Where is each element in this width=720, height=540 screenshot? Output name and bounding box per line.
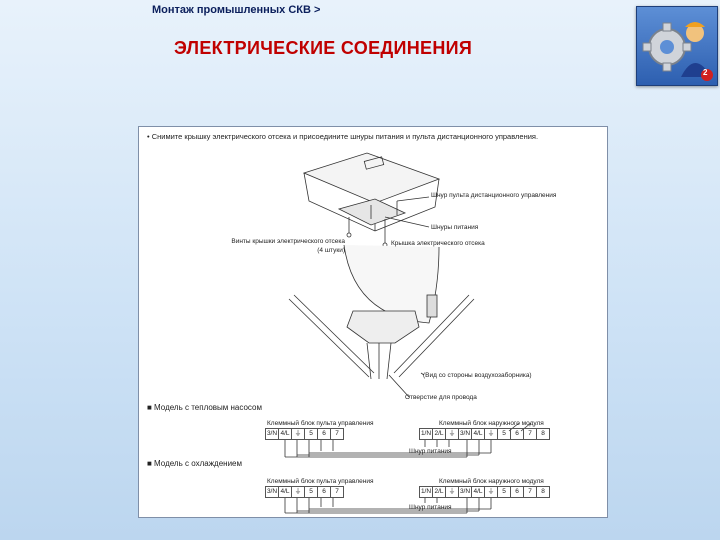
document-scan: • Снимите крышку электрического отсека и… — [138, 126, 608, 518]
callout-view: (Вид со стороны воздухозаборника) — [423, 372, 532, 379]
terminal-cell: 8 — [537, 486, 550, 498]
terminal-cell: 5 — [305, 486, 318, 498]
page-title: ЭЛЕКТРИЧЕСКИЕ СОЕДИНЕНИЯ — [174, 38, 473, 58]
callout-power-cords: Шнуры питания — [431, 224, 479, 231]
section-cooling: ■ Модель с охлаждением — [147, 459, 242, 468]
cool-power-cord-label: Шнур питания — [409, 504, 452, 511]
section-heat-pump: ■ Модель с тепловым насосом — [147, 403, 262, 412]
terminal-cell: ⏚ — [446, 486, 459, 498]
wiring-diagram — [284, 152, 532, 514]
callout-cover: Крышка электрического отсека — [391, 240, 485, 247]
heat-remote-block-label: Клеммный блок пульта управления — [267, 420, 374, 427]
callout-hole: Отверстие для провода — [405, 394, 477, 401]
terminal-cell: 8 — [537, 428, 550, 440]
terminal-cell: 7 — [331, 486, 344, 498]
terminal-cell: 3/N — [459, 486, 472, 498]
terminal-cell: 5 — [305, 428, 318, 440]
terminal-cell: 2/L — [433, 486, 446, 498]
worker-head — [686, 24, 704, 42]
terminal-cell: 6 — [511, 428, 524, 440]
terminal-cell: 3/N — [265, 486, 279, 498]
gear-icon — [642, 22, 713, 81]
heat-power-cord-label: Шнур питания — [409, 448, 452, 455]
terminal-cell: ⏚ — [485, 428, 498, 440]
terminal-cell: 4/L — [279, 428, 292, 440]
logo: 2 — [636, 6, 718, 86]
heat-indoor-terminals: 1/N 2/L ⏚ 3/N 4/L ⏚ 5 6 7 8 — [419, 428, 550, 440]
breadcrumb[interactable]: Монтаж промышленных СКВ > — [152, 4, 321, 16]
terminal-cell: 6 — [318, 428, 331, 440]
terminal-cell: 4/L — [472, 486, 485, 498]
terminal-cell: 5 — [498, 486, 511, 498]
callout-screws: Винты крышки электрического отсека (4 шт… — [231, 238, 345, 254]
terminal-cell: 7 — [331, 428, 344, 440]
intro-text: • Снимите крышку электрического отсека и… — [147, 132, 539, 141]
terminal-cell: 2/L — [433, 428, 446, 440]
terminal-cell: 6 — [511, 486, 524, 498]
terminal-cell: ⏚ — [485, 486, 498, 498]
terminal-cell: 5 — [498, 428, 511, 440]
terminal-cell: 3/N — [459, 428, 472, 440]
heat-indoor-block-label: Клеммный блок наружного модуля — [439, 420, 544, 427]
terminal-cell: 4/L — [279, 486, 292, 498]
cool-indoor-block-label: Клеммный блок наружного модуля — [439, 478, 544, 485]
logo-badge: 2 — [703, 68, 708, 77]
terminal-cell: ⏚ — [292, 486, 305, 498]
cool-indoor-terminals: 1/N 2/L ⏚ 3/N 4/L ⏚ 5 6 7 8 — [419, 486, 550, 498]
cool-remote-terminals: 3/N 4/L ⏚ 5 6 7 — [265, 486, 344, 498]
terminal-cell: ⏚ — [446, 428, 459, 440]
terminal-cell: 1/N — [419, 428, 433, 440]
terminal-cell: 6 — [318, 486, 331, 498]
terminal-cell: 7 — [524, 428, 537, 440]
terminal-cell: 7 — [524, 486, 537, 498]
terminal-cell: ⏚ — [292, 428, 305, 440]
terminal-cell: 4/L — [472, 428, 485, 440]
heat-remote-terminals: 3/N 4/L ⏚ 5 6 7 — [265, 428, 344, 440]
callout-remote-cord: Шнур пульта дистанционного управления — [431, 192, 557, 199]
helmet — [685, 22, 705, 27]
terminal-cell: 3/N — [265, 428, 279, 440]
cool-remote-block-label: Клеммный блок пульта управления — [267, 478, 374, 485]
terminal-cell: 1/N — [419, 486, 433, 498]
